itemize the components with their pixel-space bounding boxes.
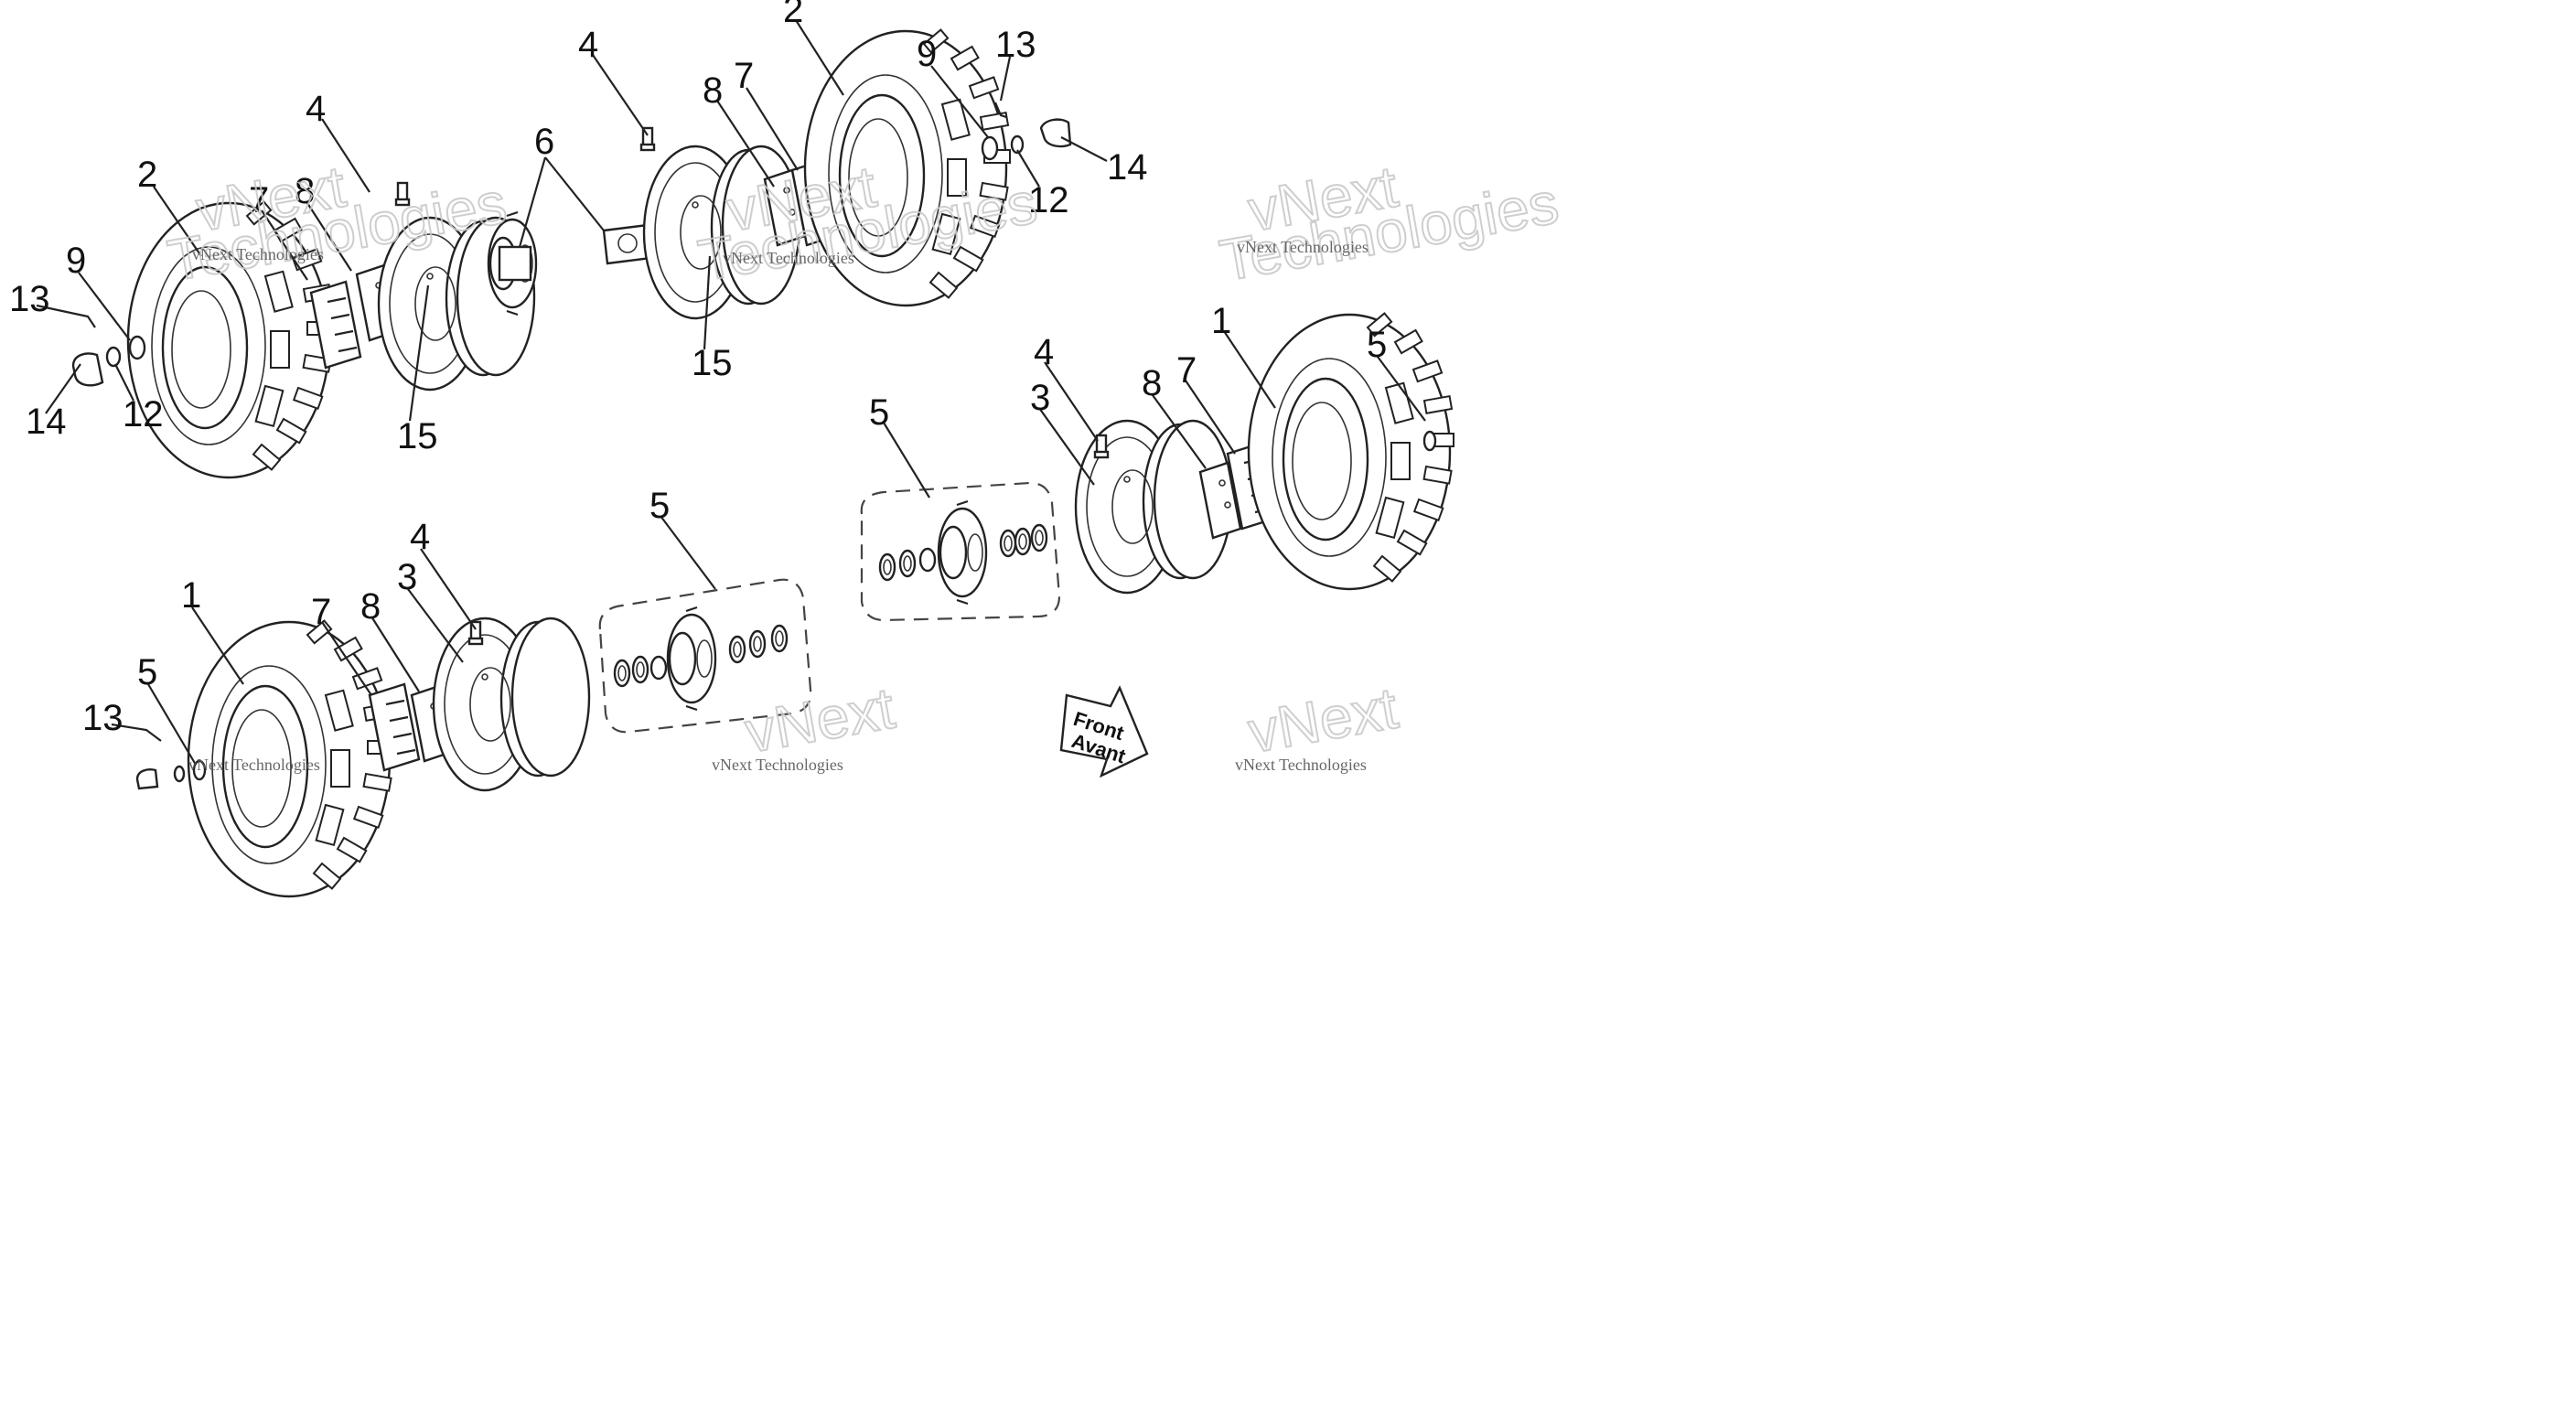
callout-numbers: 2 7 8 4 9 13 14 12 15 6 4 8 7 2 9 13 12 … <box>9 0 1387 738</box>
callout-1b: 1 <box>181 575 201 616</box>
callout-14b: 14 <box>1107 147 1148 188</box>
callout-4d: 4 <box>410 517 430 557</box>
callout-4: 4 <box>306 89 326 129</box>
callout-10: 9 <box>66 241 86 281</box>
callout-7d: 7 <box>311 592 331 632</box>
nut <box>105 346 122 368</box>
callout-2: 2 <box>137 155 157 195</box>
callout-4c: 4 <box>1034 332 1054 372</box>
callout-13: 13 <box>9 279 50 319</box>
assembly-front-left <box>111 578 812 898</box>
watermark-text: vNext Technologies <box>1237 238 1368 256</box>
callout-8c: 8 <box>1142 363 1162 403</box>
watermark-text: vNext Technologies <box>1235 756 1367 774</box>
callout-2b: 2 <box>783 0 803 30</box>
callout-7c: 7 <box>1176 350 1197 391</box>
callout-13c: 13 <box>82 698 123 738</box>
watermark-text: vNext Technologies <box>192 245 324 263</box>
callout-1: 1 <box>1211 301 1231 341</box>
callout-10b: 9 <box>917 34 937 74</box>
cap <box>71 352 104 387</box>
watermark-text: vNext Technologies <box>712 756 843 774</box>
callout-14: 14 <box>26 402 67 442</box>
watermark-vnext: vNext <box>740 674 899 765</box>
callout-7: 7 <box>249 180 269 220</box>
callout-8d: 8 <box>360 586 381 627</box>
watermark-text: vNext Technologies <box>188 756 320 774</box>
watermark-text: vNext Technologies <box>723 249 854 267</box>
assembly-rear-left <box>36 181 653 479</box>
callout-4b: 4 <box>578 25 598 65</box>
callout-3b: 3 <box>397 557 417 597</box>
callout-7b: 7 <box>734 56 754 96</box>
washer <box>128 335 146 360</box>
assembly-rear-right <box>639 28 1072 320</box>
callout-3: 3 <box>1030 378 1050 418</box>
front-direction-arrow: Front Avant <box>1059 685 1149 778</box>
callout-5b: 5 <box>649 486 670 526</box>
callout-9b: 5 <box>137 652 157 692</box>
callout-9: 5 <box>1367 325 1387 365</box>
callout-12: 12 <box>123 394 164 434</box>
callout-8: 8 <box>295 171 315 211</box>
callout-15: 15 <box>397 416 438 456</box>
callout-13b: 13 <box>995 25 1036 65</box>
leader-lines <box>45 19 1426 766</box>
callout-8b: 8 <box>703 70 723 111</box>
watermark-vnext: vNext <box>1243 674 1402 765</box>
assembly-front-right <box>860 312 1455 622</box>
callout-15b: 15 <box>692 343 733 383</box>
callout-12b: 12 <box>1028 180 1069 220</box>
callout-5: 5 <box>869 392 889 433</box>
callout-6: 6 <box>534 122 554 162</box>
